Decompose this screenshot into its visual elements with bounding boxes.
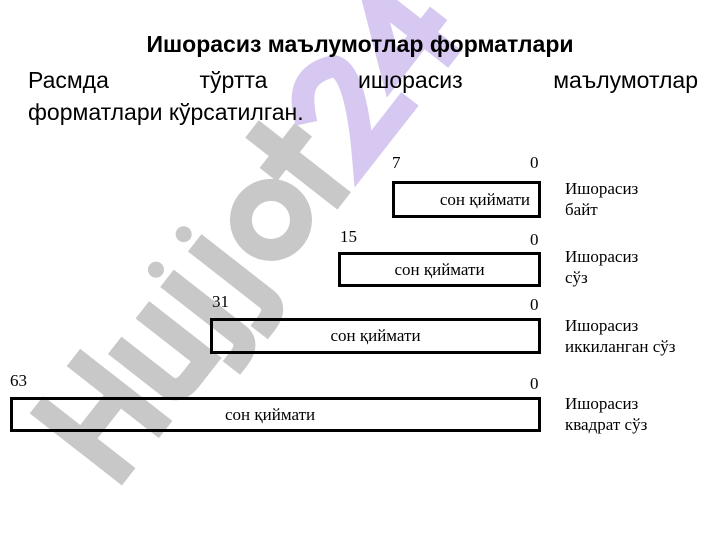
format-name-line: Ишорасиз <box>565 179 639 198</box>
format-name-byte: Ишорасиз байт <box>565 178 638 220</box>
low-bit-label: 0 <box>530 153 539 172</box>
low-bit-label: 0 <box>530 295 539 314</box>
high-bit-label: 31 <box>212 292 229 311</box>
paragraph-line-1: Расмда тўртта ишорасиз маълумотлар <box>28 67 698 93</box>
intro-paragraph: Расмда тўртта ишорасиз маълумотлар форма… <box>28 64 698 128</box>
high-bit-label: 15 <box>340 227 357 246</box>
format-name-line: Ишорасиз <box>565 247 639 266</box>
format-name-line: квадрат сўз <box>565 415 648 434</box>
paragraph-line-2: форматлари кўрсатилган. <box>28 99 304 125</box>
value-field-dword: сон қиймати <box>210 318 541 354</box>
format-name-dword: Ишорасиз иккиланган сўз <box>565 315 675 357</box>
format-name-qword: Ишорасиз квадрат сўз <box>565 393 647 435</box>
low-bit-label: 0 <box>530 230 539 249</box>
format-name-line: Ишорасиз <box>565 394 639 413</box>
value-field-qword: сон қиймати <box>10 397 541 432</box>
high-bit-label: 63 <box>10 371 27 390</box>
high-bit-label: 7 <box>392 153 401 172</box>
format-name-line: иккиланган сўз <box>565 337 676 356</box>
low-bit-label: 0 <box>530 374 539 393</box>
value-field-byte: сон қиймати <box>392 181 541 218</box>
format-name-line: байт <box>565 200 598 219</box>
format-name-word: Ишорасиз сўз <box>565 246 638 288</box>
format-name-line: сўз <box>565 268 588 287</box>
format-name-line: Ишорасиз <box>565 316 639 335</box>
page-title: Ишорасиз маълумотлар форматлари <box>146 31 574 57</box>
value-field-word: сон қиймати <box>338 252 541 287</box>
